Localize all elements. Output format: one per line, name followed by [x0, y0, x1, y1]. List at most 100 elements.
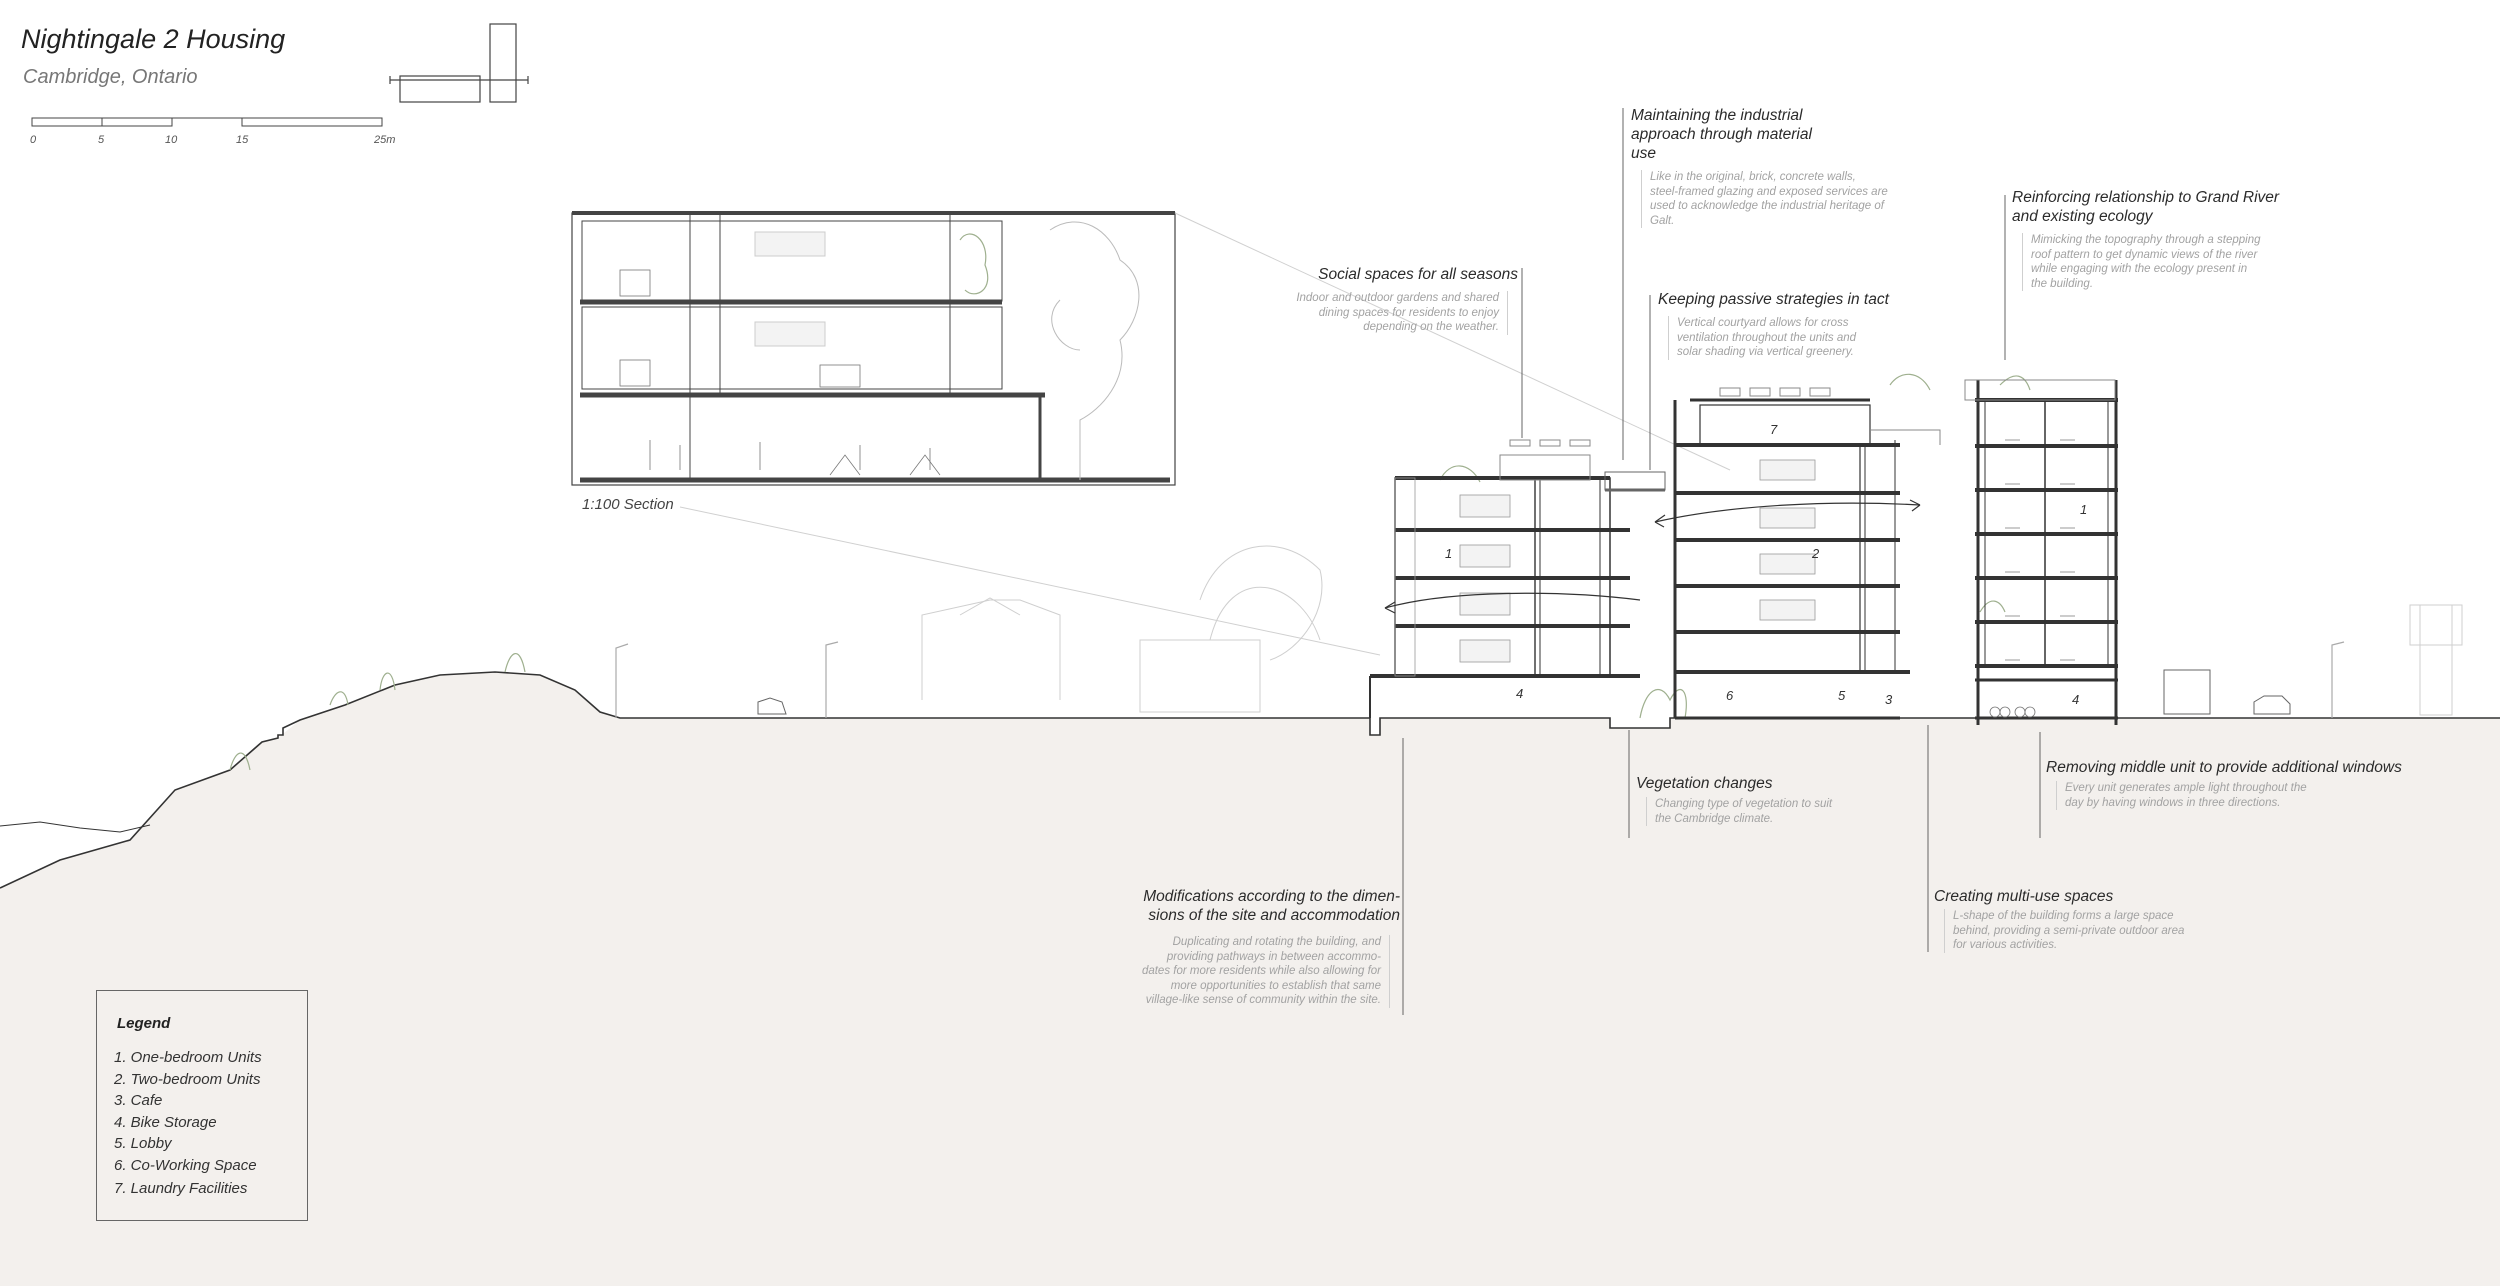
inset-leaders	[679, 212, 1731, 656]
unit-label: 1	[2080, 502, 2088, 517]
annotation-ecology: Reinforcing relationship to Grand River …	[2012, 188, 2312, 291]
annotation-passive-line: Vertical courtyard allows for cross	[1677, 317, 1849, 329]
inset-section	[571, 211, 1176, 486]
building-c	[1964, 379, 2118, 725]
annotation-removing-line: Every unit generates ample light through…	[2065, 782, 2307, 794]
annotation-industrial-line: used to acknowledge the industrial herit…	[1650, 200, 1884, 212]
annotation-vegetation-line: the Cambridge climate.	[1655, 812, 1774, 825]
annotation-multiuse-heading: Creating multi-use spaces	[1934, 888, 2114, 905]
scale-tick-25m: 25m	[374, 134, 396, 146]
annotation-ecology-heading-line: Reinforcing relationship to Grand River	[2012, 189, 2280, 206]
legend-item: 6. Co-Working Space	[114, 1156, 257, 1174]
ventilation-arrows	[1384, 499, 1921, 614]
annotation-multiuse: Creating multi-use spaces L-shape of the…	[1934, 887, 2234, 953]
annotation-modifications-heading: Modifications according to the dimen- si…	[1090, 887, 1400, 925]
annotation-modifications-line: providing pathways in between accommo-	[1166, 950, 1381, 963]
ground-mass	[0, 672, 2500, 1286]
context-buildings	[921, 545, 2463, 716]
scale-tick-10: 10	[165, 134, 178, 146]
unit-label: 7	[1770, 422, 1778, 437]
annotation-industrial-line: Like in the original, brick, concrete wa…	[1650, 171, 1856, 183]
street-lights	[615, 641, 2345, 718]
annotation-modifications-body: Duplicating and rotating the building, a…	[1090, 935, 1390, 1008]
annotation-removing-body: Every unit generates ample light through…	[2056, 781, 2446, 810]
annotation-passive-line: ventilation throughout the units and	[1677, 331, 1857, 344]
annotation-vegetation: Vegetation changes Changing type of vege…	[1636, 774, 1896, 826]
scale-tick-0: 0	[30, 134, 37, 146]
annotation-industrial-body: Like in the original, brick, concrete wa…	[1641, 170, 1931, 228]
annotation-vegetation-heading: Vegetation changes	[1636, 775, 1773, 792]
vehicles	[757, 669, 2291, 715]
unit-label: 6	[1726, 688, 1734, 703]
unit-label: 2	[1812, 546, 1820, 561]
annotation-passive-line: solar shading via vertical greenery.	[1677, 346, 1854, 358]
unit-label: 4	[1516, 686, 1524, 701]
legend-item: 2. Two-bedroom Units	[114, 1070, 261, 1088]
annotation-removing: Removing middle unit to provide addition…	[2046, 758, 2446, 810]
unit-label: 4	[2072, 692, 2080, 707]
legend-item: 4. Bike Storage	[114, 1113, 217, 1131]
annotation-industrial-heading-line: approach through material	[1631, 126, 1812, 143]
annotation-multiuse-line: for various activities.	[1953, 939, 2058, 951]
annotation-multiuse-line: L-shape of the building forms a large sp…	[1953, 910, 2174, 922]
legend-box: Legend 1. One-bedroom Units 2. Two-bedro…	[96, 990, 308, 1221]
unit-label: 3	[1885, 692, 1893, 707]
legend-title: Legend	[117, 1015, 171, 1032]
scale-tick-5: 5	[98, 134, 105, 146]
ground-line	[0, 671, 2500, 889]
building-b	[1673, 387, 1941, 720]
annotation-modifications-line: village-like sense of community within t…	[1145, 994, 1381, 1006]
annotation-industrial-heading-line: Maintaining the industrial	[1631, 107, 1803, 124]
unit-label: 1	[1445, 546, 1453, 561]
annotation-passive-heading: Keeping passive strategies in tact	[1658, 291, 1889, 308]
scale-tick-15: 15	[236, 134, 249, 146]
annotation-industrial-heading: Maintaining the industrial approach thro…	[1631, 106, 1931, 163]
legend-item: 1. One-bedroom Units	[114, 1049, 262, 1066]
annotation-modifications-heading-line: Modifications according to the dimen-	[1143, 888, 1400, 905]
annotation-removing-heading: Removing middle unit to provide addition…	[2046, 759, 2402, 776]
legend-list: 1. One-bedroom Units 2. Two-bedroom Unit…	[114, 1049, 262, 1202]
annotation-social-body: Indoor and outdoor gardens and shared di…	[1230, 291, 1508, 335]
annotation-vegetation-body: Changing type of vegetation to suit the …	[1646, 797, 1896, 826]
annotation-industrial-heading-line: use	[1631, 145, 1656, 162]
annotation-social-line: Indoor and outdoor gardens and shared	[1296, 292, 1499, 304]
annotation-ecology-line: Mimicking the topography through a stepp…	[2031, 234, 2261, 246]
annotation-ecology-line: while engaging with the ecology present …	[2031, 263, 2248, 275]
annotation-modifications-line: more opportunities to establish that sam…	[1170, 979, 1381, 992]
river-line	[0, 821, 151, 833]
page-subtitle: Cambridge, Ontario	[23, 66, 198, 88]
annotation-ecology-line: the building.	[2031, 277, 2094, 290]
page-title: Nightingale 2 Housing	[21, 24, 286, 54]
key-plan	[389, 23, 529, 103]
annotation-ecology-heading: Reinforcing relationship to Grand River …	[2012, 188, 2312, 226]
annotation-leaders	[1402, 108, 2041, 1015]
annotation-social-line: dining spaces for residents to enjoy	[1318, 306, 1499, 319]
annotation-industrial-line: Galt.	[1650, 214, 1675, 227]
annotation-ecology-line: roof pattern to get dynamic views of the…	[2031, 248, 2258, 261]
annotation-ecology-body: Mimicking the topography through a stepp…	[2022, 233, 2312, 291]
building-a	[1369, 439, 1640, 718]
annotation-industrial: Maintaining the industrial approach thro…	[1631, 106, 1931, 228]
connector-bridge	[1604, 471, 1666, 492]
annotation-modifications-heading-line: sions of the site and accommodation	[1148, 907, 1400, 924]
legend-item: 7. Laundry Facilities	[114, 1180, 248, 1197]
scale-bar	[31, 117, 383, 127]
annotation-social-spaces: Social spaces for all seasons Indoor and…	[1230, 265, 1518, 335]
annotation-social-heading: Social spaces for all seasons	[1318, 266, 1518, 283]
annotation-passive: Keeping passive strategies in tact Verti…	[1658, 290, 1918, 360]
annotation-passive-body: Vertical courtyard allows for cross vent…	[1668, 316, 1918, 360]
legend-item: 3. Cafe	[114, 1092, 163, 1109]
legend-item: 5. Lobby	[114, 1135, 172, 1152]
annotation-modifications-line: dates for more residents while also allo…	[1141, 965, 1381, 977]
annotation-multiuse-line: behind, providing a semi-private outdoor…	[1953, 924, 2185, 937]
annotation-modifications: Modifications according to the dimen- si…	[1090, 887, 1400, 1008]
annotation-ecology-heading-line: and existing ecology	[2012, 208, 2153, 225]
annotation-industrial-line: steel-framed glazing and exposed service…	[1650, 185, 1888, 198]
annotation-removing-line: day by having windows in three direction…	[2065, 796, 2281, 809]
unit-label: 5	[1838, 688, 1846, 703]
annotation-social-line: depending on the weather.	[1363, 321, 1499, 333]
annotation-modifications-line: Duplicating and rotating the building, a…	[1172, 936, 1381, 948]
annotation-multiuse-body: L-shape of the building forms a large sp…	[1944, 909, 2234, 953]
